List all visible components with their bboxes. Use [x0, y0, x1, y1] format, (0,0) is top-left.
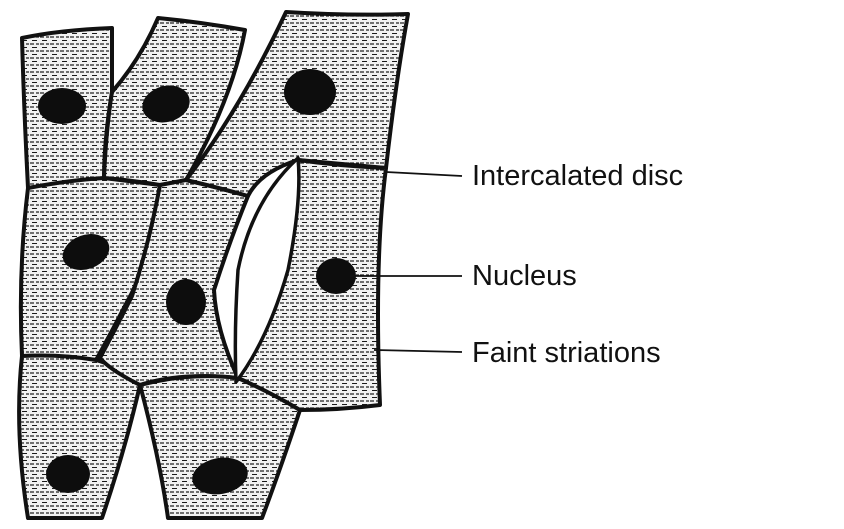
label-faint-striations: Faint striations [472, 339, 661, 368]
label-intercalated-disc: Intercalated disc [472, 162, 683, 191]
nucleus-3 [284, 69, 336, 115]
label-nucleus: Nucleus [472, 262, 577, 291]
nucleus-1 [38, 88, 86, 124]
nucleus-7 [46, 455, 90, 493]
leader-line-faint-striations [374, 350, 462, 352]
leader-line-intercalated-disc [386, 172, 462, 176]
nucleus-5 [166, 279, 206, 325]
muscle-cell-left-lower [19, 356, 140, 519]
